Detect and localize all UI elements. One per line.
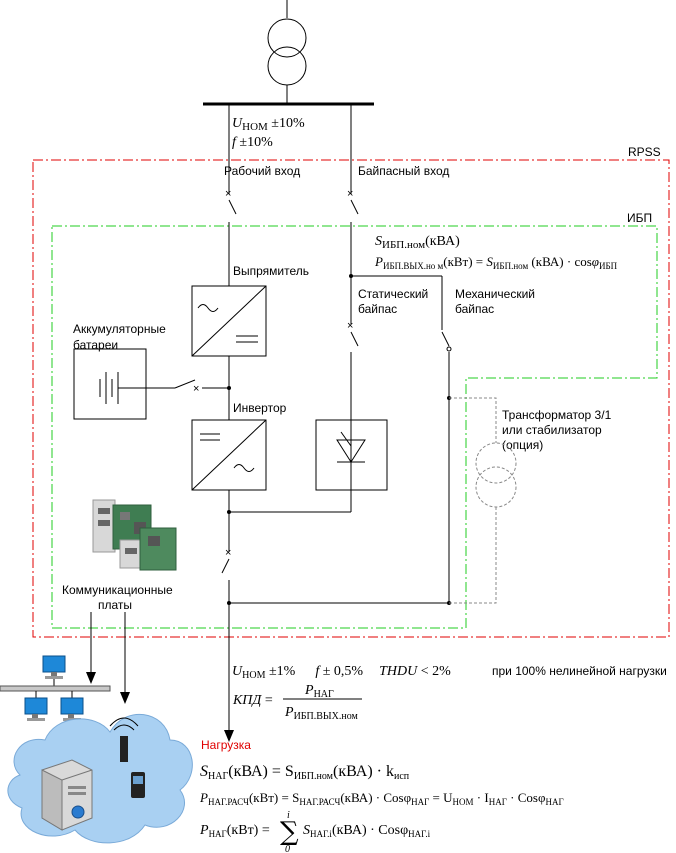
transformer-option-icon bbox=[449, 397, 517, 604]
bypass-input-label: Байпасный вход bbox=[358, 164, 449, 178]
load-formula-2: PНАГ.РАСЧ(кВт) = SНАГ.РАСЧ(кВА) · CosφНА… bbox=[199, 790, 564, 807]
efficiency-numerator: PНАГ bbox=[304, 683, 334, 700]
static-bypass-label-2: байпас bbox=[358, 302, 397, 316]
load-formula-1: SНАГ(кВА) = SИБП.ном(кВА) · kисп bbox=[200, 763, 410, 782]
sum-lower: 0 bbox=[285, 844, 290, 853]
comm-label-2: платы bbox=[98, 598, 132, 612]
switch-icon: × bbox=[347, 188, 359, 215]
cloud-icon bbox=[7, 713, 193, 844]
comm-label-1: Коммуникационные bbox=[62, 583, 173, 597]
transformer-label-2: или стабилизатор bbox=[502, 423, 602, 437]
transformer-icon bbox=[267, 0, 307, 103]
rpss-border bbox=[32, 159, 670, 638]
ups-label: ИБП bbox=[627, 211, 652, 225]
switch-icon bbox=[441, 322, 452, 352]
switch-icon: × bbox=[174, 379, 199, 395]
svg-text:×: × bbox=[225, 188, 231, 200]
monitor-icon bbox=[60, 697, 84, 721]
mech-bypass-label-1: Механический bbox=[455, 287, 535, 301]
main-input-label: Рабочий вход bbox=[224, 164, 300, 178]
supply-voltage: UНОМ ±10% bbox=[232, 116, 305, 133]
mobile-phone-icon bbox=[131, 772, 145, 798]
inverter-label: Инвертор bbox=[233, 401, 287, 415]
ups-power-formula: PИБП.ВЫХ.но м(кВт) = SИБП.ном (кВА) · co… bbox=[374, 254, 618, 271]
switch-icon: × bbox=[347, 320, 359, 347]
sum-upper: i bbox=[287, 810, 290, 821]
transformer-label-3: (опция) bbox=[502, 438, 543, 452]
load-formula-3: PНАГ(кВт) = bbox=[199, 823, 270, 839]
svg-text:×: × bbox=[193, 383, 199, 395]
thyristor-icon bbox=[315, 419, 388, 491]
battery-label-1: Аккумуляторные bbox=[73, 322, 166, 336]
switch-icon: × bbox=[221, 547, 231, 574]
circuit-board-icon bbox=[92, 499, 177, 571]
output-note: при 100% нелинейной нагрузки bbox=[492, 664, 667, 678]
svg-text:×: × bbox=[225, 547, 231, 559]
transformer-label-1: Трансформатор 3/1 bbox=[502, 408, 612, 422]
network-bus-icon bbox=[0, 685, 111, 692]
ups-border bbox=[51, 225, 658, 629]
load-label: Нагрузка bbox=[201, 738, 251, 752]
mech-bypass-label-2: байпас bbox=[455, 302, 494, 316]
rpss-label: RPSS bbox=[628, 145, 661, 159]
ups-rating-formula: SИБП.ном(кВА) bbox=[375, 234, 460, 251]
rectifier-icon bbox=[191, 285, 267, 357]
battery-icon bbox=[73, 348, 147, 420]
sum-sign: ∑ bbox=[280, 817, 299, 847]
switch-icon: × bbox=[225, 188, 237, 215]
efficiency-lhs: КПД = bbox=[232, 693, 273, 708]
load-formula-3-rhs: SНАГ.i(кВА) · CosφНАГ.i bbox=[303, 823, 431, 839]
efficiency-denominator: PИБП.ВЫХ.ном bbox=[284, 705, 359, 722]
output-params: UНОМ ±1%f ± 0,5%THDU < 2% bbox=[232, 664, 451, 681]
server-icon bbox=[41, 759, 93, 831]
battery-label-2: батареи bbox=[73, 338, 118, 352]
antenna-icon bbox=[109, 717, 139, 762]
rectifier-label: Выпрямитель bbox=[233, 264, 309, 278]
svg-text:×: × bbox=[347, 320, 353, 332]
supply-frequency: f ±10% bbox=[232, 135, 273, 150]
svg-text:×: × bbox=[347, 188, 353, 200]
static-bypass-label-1: Статический bbox=[358, 287, 428, 301]
inverter-icon bbox=[191, 419, 267, 491]
monitor-icon bbox=[24, 697, 48, 721]
monitor-icon bbox=[42, 655, 66, 679]
